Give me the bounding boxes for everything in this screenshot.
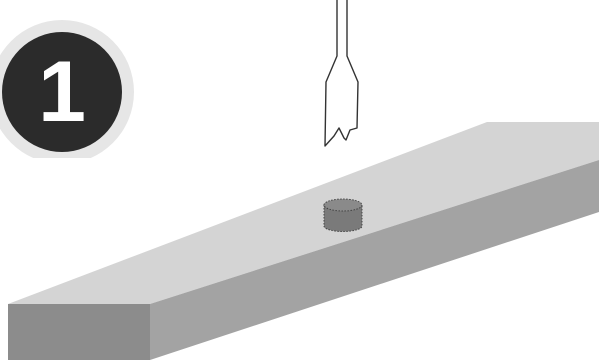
step-number: 1 <box>38 44 86 140</box>
board-top-face <box>8 122 599 304</box>
drill-hole-marker-icon <box>323 198 363 232</box>
wooden-board <box>8 122 599 360</box>
spade-drill-bit-icon <box>324 0 359 147</box>
step-badge: 1 <box>0 10 136 164</box>
step-badge-circle <box>0 20 134 164</box>
board-end-face <box>8 304 150 360</box>
board-side-face <box>150 160 599 360</box>
